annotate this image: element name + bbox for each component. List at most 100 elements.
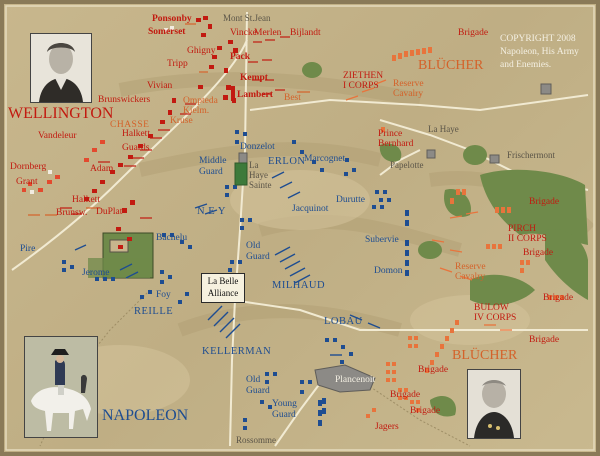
unit-donzelot: Donzelot xyxy=(240,142,275,152)
unit-brunsw: Brunsw. xyxy=(56,208,88,218)
commander-wellington: WELLINGTON xyxy=(8,105,114,122)
place-frischermont: Frischermont xyxy=(507,150,555,160)
middle-guard-line-1: Middle xyxy=(199,156,227,166)
unit-vincke: Vincke xyxy=(230,28,257,38)
lambert-marker xyxy=(231,86,235,101)
la-haye-sainte-line-1: La xyxy=(249,160,259,170)
unit-halkett-1: Halkett xyxy=(122,129,150,139)
unit-lambert: Lambert xyxy=(237,90,273,100)
place-la-haye-sainte: La Haye Sainte xyxy=(249,160,272,190)
unit-duplat: DuPlat xyxy=(96,207,123,217)
old-guard-1-line-2: Guard xyxy=(246,252,270,262)
unit-ziethen: ZIETHEN I CORPS xyxy=(343,71,383,91)
blucher-portrait xyxy=(467,369,521,439)
unit-erlon: ERLON xyxy=(268,156,306,167)
unit-vandeleur: Vandeleur xyxy=(38,131,77,141)
unit-brigade-4: Brigade xyxy=(543,293,574,303)
old-guard-1-line-1: Old xyxy=(246,241,261,251)
unit-grant: Grant xyxy=(16,177,38,187)
unit-vivian: Vivian xyxy=(147,81,173,91)
place-mont-st-jean: Mont St.Jean xyxy=(223,13,271,23)
unit-middle-guard: Middle Guard xyxy=(199,156,226,178)
unit-pirch: PIRCH II CORPS xyxy=(508,224,547,244)
unit-brigade-6: Brigade xyxy=(418,365,449,375)
unit-kellerman: KELLERMAN xyxy=(202,346,272,357)
bulow-line-2: IV CORPS xyxy=(474,313,517,323)
place-plancenoit: Plancenoit xyxy=(335,375,376,385)
unit-brigade-8: Brigade xyxy=(410,406,441,416)
unit-kruse: Kruse xyxy=(170,116,193,126)
unit-subervie: Subervie xyxy=(365,235,399,245)
unit-reserve-cavalry-1: Reserve Cavalry xyxy=(393,79,424,99)
commander-blucher-top: BLÜCHER xyxy=(418,58,484,73)
unit-best: Best xyxy=(284,93,301,103)
reserve-cavalry-2-line-2: Cavalry xyxy=(455,272,486,282)
unit-somerset: Somerset xyxy=(148,27,186,37)
young-guard-line-2: Guard xyxy=(272,410,296,420)
unit-kempt: Kempt xyxy=(240,73,268,83)
blucher-portrait-figure xyxy=(474,380,514,438)
place-rossomme: Rossomme xyxy=(236,435,277,445)
reserve-cavalry-1-line-2: Cavalry xyxy=(393,89,424,99)
unit-brigade-5: Brigade xyxy=(529,335,560,345)
unit-adam: Adam xyxy=(90,164,114,174)
reserve-cavalry-2-line-1: Reserve xyxy=(455,262,486,272)
reserve-cavalry-1-line-1: Reserve xyxy=(393,79,424,89)
la-belle-alliance-line-2: Alliance xyxy=(207,288,239,298)
la-haye-sainte-line-2: Haye xyxy=(249,170,268,180)
bulow-line-1: BULOW xyxy=(474,303,509,313)
unit-foy: Foy xyxy=(156,290,171,300)
napoleon-portrait xyxy=(24,336,98,438)
old-guard-2-line-1: Old xyxy=(246,375,261,385)
unit-jagers: Jagers xyxy=(375,422,399,432)
place-papelotte: Papelotte xyxy=(390,160,424,170)
la-haye-sainte-line-3: Sainte xyxy=(249,180,272,190)
unit-ney: N E Y xyxy=(197,206,226,217)
ziethen-line-1: ZIETHEN xyxy=(343,71,384,81)
wellington-portrait-figure xyxy=(39,43,83,102)
middle-guard-line-2: Guard xyxy=(199,167,223,177)
unit-durutte: Durutte xyxy=(336,195,366,205)
unit-brigade-7: Brigade xyxy=(390,390,421,400)
unit-reille: REILLE xyxy=(134,306,174,317)
unit-tripp: Tripp xyxy=(167,59,188,69)
unit-chasse: CHASSE xyxy=(110,120,150,130)
unit-pack: Pack xyxy=(230,52,251,62)
unit-bijlandt: Bijlandt xyxy=(290,28,321,38)
prince-bernhard-line-2: Bernhard xyxy=(378,139,414,149)
unit-brunswickers: Brunswickers xyxy=(98,95,151,105)
unit-halkett-2: Halkett xyxy=(72,195,100,205)
young-guard-line-1: Young xyxy=(272,399,297,409)
prince-bernhard-line-1: Prince xyxy=(378,129,403,139)
pirch-line-2: II CORPS xyxy=(508,234,547,244)
la-belle-alliance-line-1: La Belle xyxy=(207,276,239,286)
copyright-line-1: COPYRIGHT 2008 xyxy=(500,34,576,44)
unit-reserve-cavalry-2: Reserve Cavalry xyxy=(455,262,486,282)
unit-bachelu: Bachelu xyxy=(156,233,188,243)
pirch-line-1: PIRCH xyxy=(508,224,536,234)
unit-prince-bernhard: Prince Bernhard xyxy=(378,129,413,149)
ompteda-line-1: Ompteda xyxy=(183,96,218,106)
napoleon-portrait-figure xyxy=(25,337,97,437)
unit-merlen: Merlen xyxy=(254,28,282,38)
wellington-portrait xyxy=(30,33,92,103)
old-guard-2-line-2: Guard xyxy=(246,386,270,396)
place-la-belle-alliance: La Belle Alliance xyxy=(201,273,245,303)
unit-brigade-2: Brigade xyxy=(529,197,560,207)
copyright-notice: COPYRIGHT 2008 Napoleon, His Army and En… xyxy=(500,33,590,72)
commander-blucher-bottom: BLÜCHER xyxy=(452,348,518,363)
unit-jerome: Jerome xyxy=(82,268,110,278)
unit-marcognet: Marcognet xyxy=(304,154,346,164)
unit-pire: Pire xyxy=(20,244,36,254)
unit-dornberg: Dornberg xyxy=(10,162,47,172)
unit-ponsonby: Ponsonby xyxy=(152,14,192,24)
unit-guards: Guards xyxy=(122,143,150,153)
unit-young-guard: Young Guard xyxy=(272,399,297,421)
copyright-line-3: and Enemies. xyxy=(500,60,552,70)
unit-domon: Domon xyxy=(374,266,403,276)
unit-brigade-3: Brigade xyxy=(523,248,554,258)
unit-old-guard-2: Old Guard xyxy=(246,375,270,397)
unit-ghigny: Ghigny xyxy=(187,46,216,56)
ziethen-line-2: I CORPS xyxy=(343,81,379,91)
